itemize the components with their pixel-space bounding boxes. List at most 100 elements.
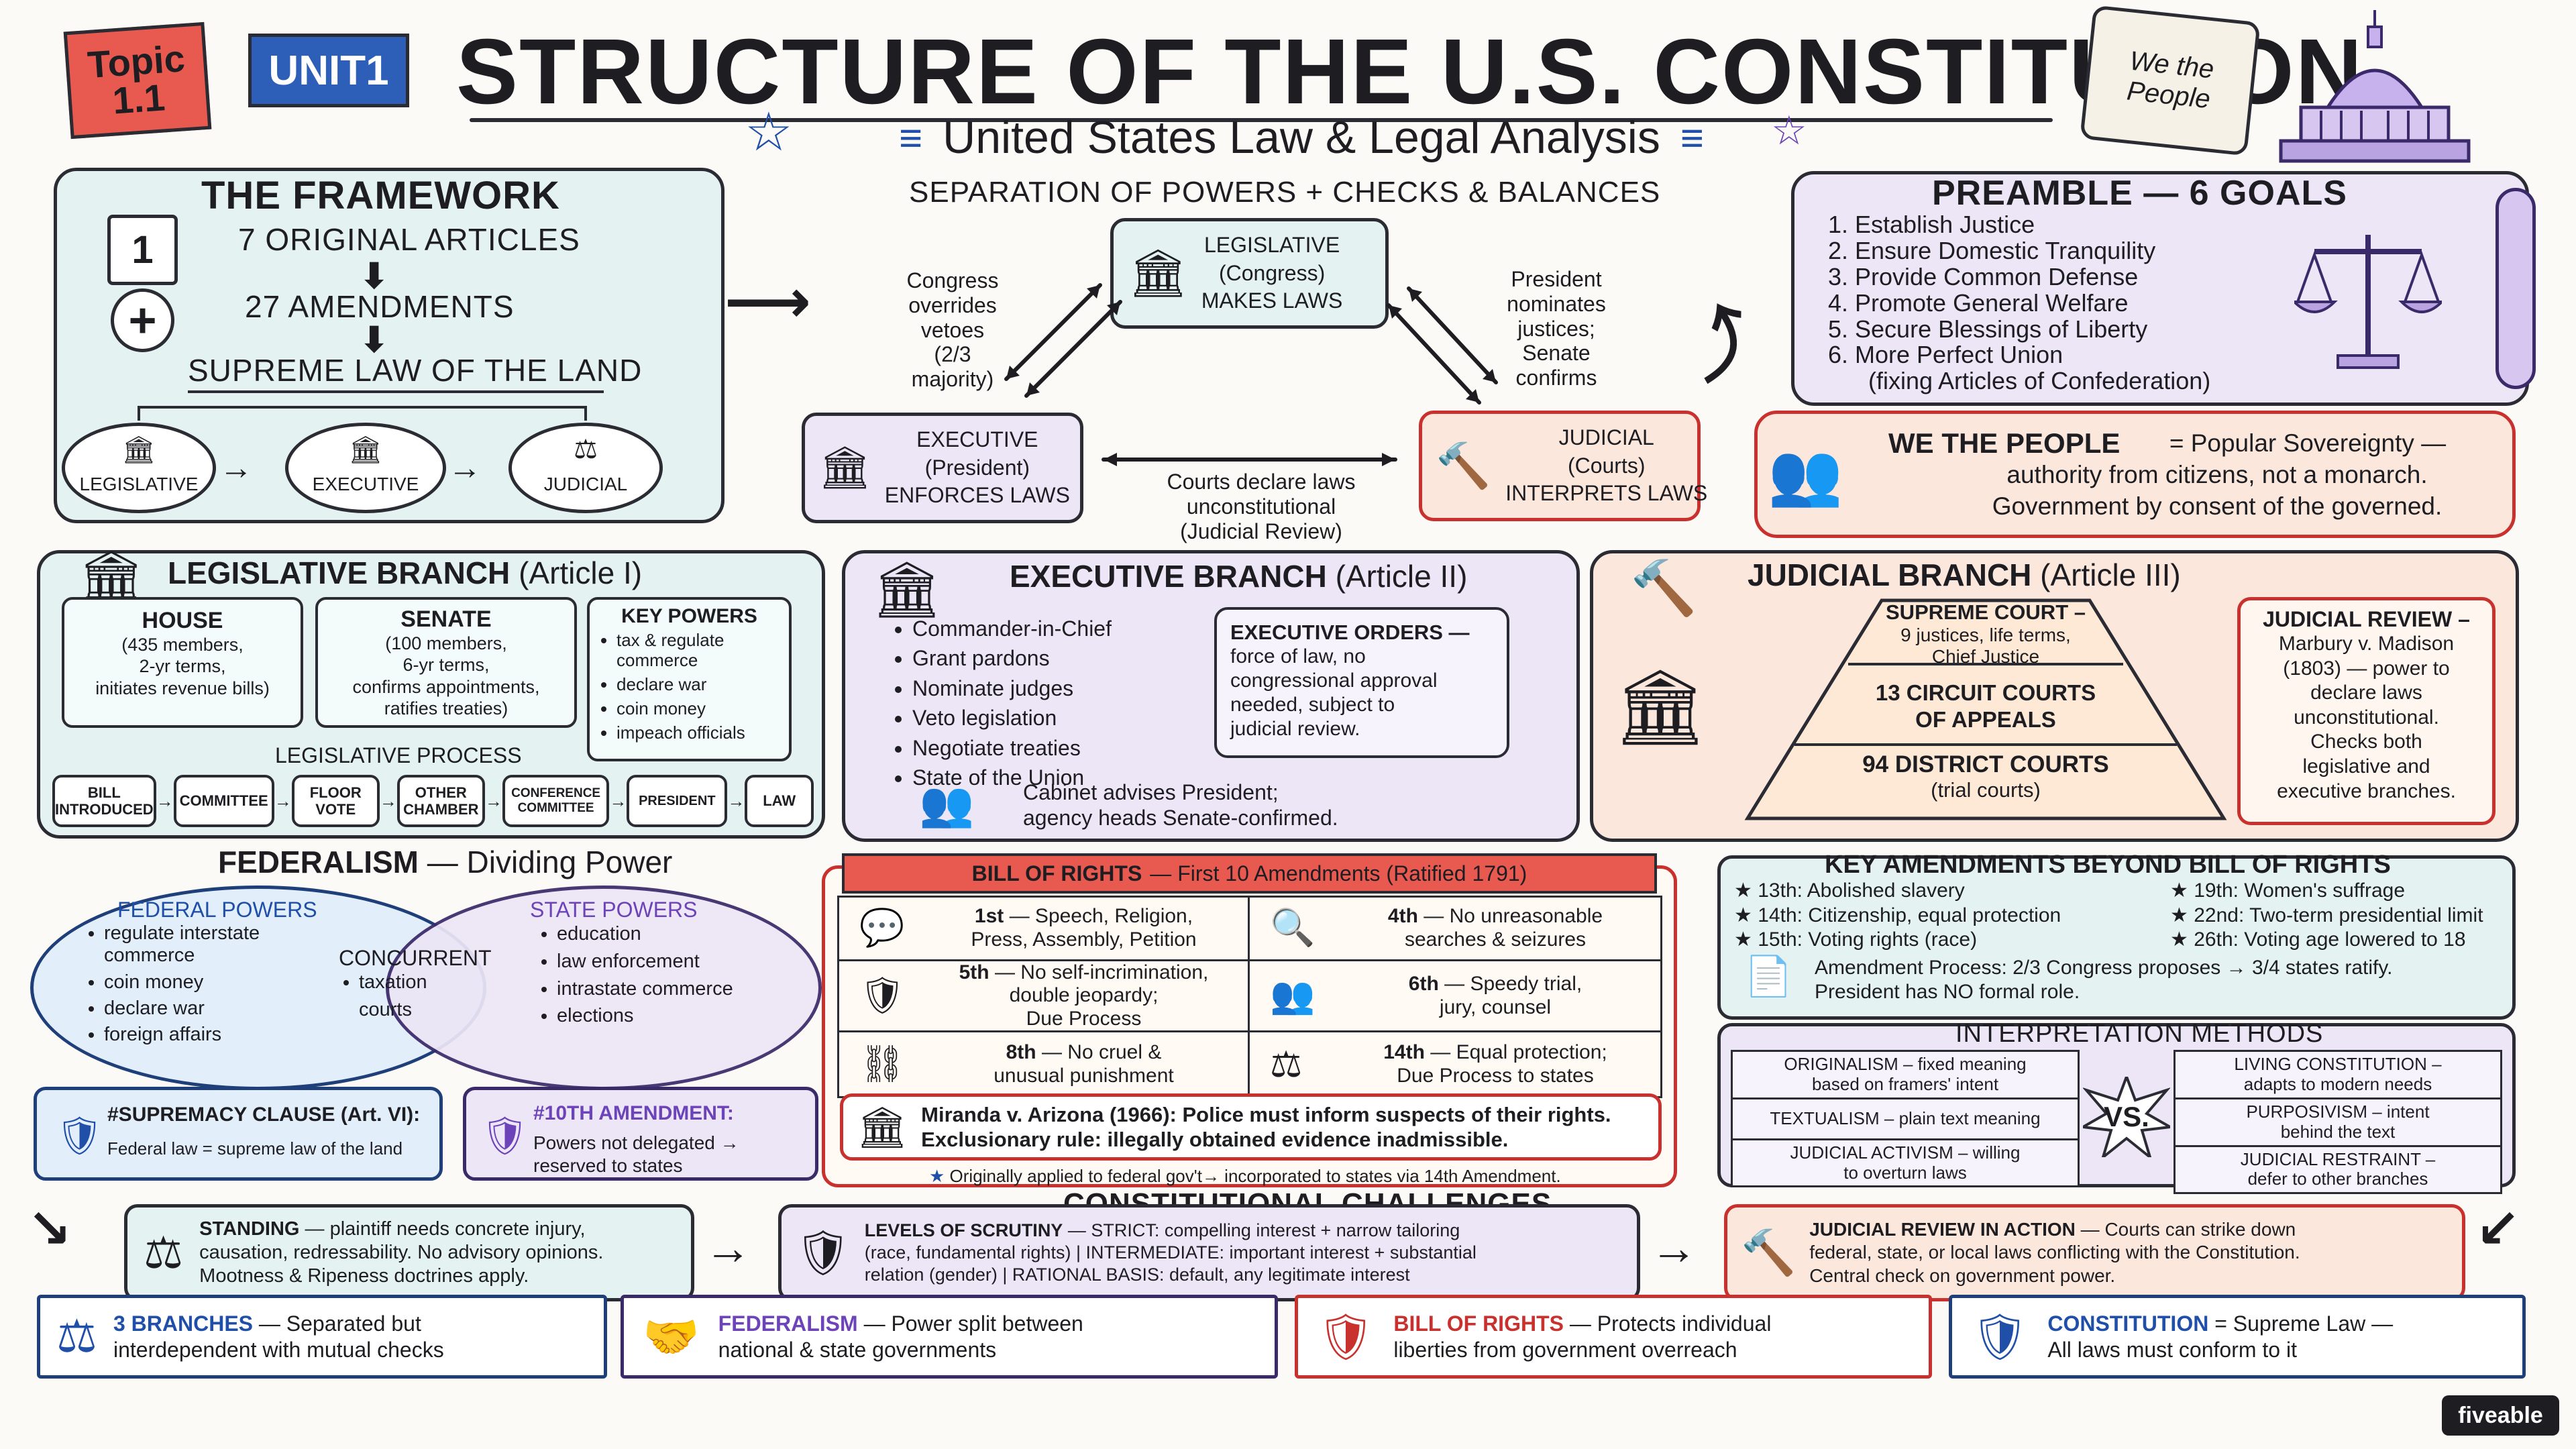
star-icon: ★ — [1734, 904, 1758, 926]
amendment-cell: 👥 6th — Speedy trial, jury, counsel — [1250, 961, 1660, 1033]
executive-power: State of the Union — [912, 765, 1112, 790]
people-icon: 👥 — [1270, 975, 1316, 1016]
amendment-text: — Speedy trial, jury, counsel — [1439, 973, 1582, 1018]
legislative-title-article: (Article I) — [519, 555, 643, 590]
scrutiny-text-block: LEVELS OF SCRUTINY — STRICT: compelling … — [865, 1220, 1477, 1286]
interpretation-right-col: LIVING CONSTITUTION – adapts to modern n… — [2174, 1050, 2502, 1195]
down-arrow-icon: ⬇ — [359, 320, 390, 360]
district-courts-tier: 94 DISTRICT COURTS (trial courts) — [1784, 751, 2187, 802]
federalism-title: FEDERALISM — Dividing Power — [218, 844, 672, 880]
judicial-review-text: Marbury v. Madison (1803) — power to dec… — [2277, 633, 2456, 802]
review-action-title: JUDICIAL REVIEW IN ACTION — [1809, 1219, 2076, 1240]
scroll-curl-icon — [2496, 188, 2536, 389]
power-item: tax & regulate commerce — [616, 630, 789, 671]
circuit-courts-tier: 13 CIRCUIT COURTS OF APPEALS — [1875, 680, 2096, 732]
power-item: impeach officials — [616, 722, 789, 743]
brand-text: fiveable — [2458, 1402, 2543, 1428]
amendment-cell: 🛡 5th — No self-incrimination, double je… — [839, 961, 1250, 1033]
executive-orders-title: EXECUTIVE ORDERS — — [1230, 621, 1470, 644]
amendment-label: 1st — [974, 905, 1004, 928]
unit-badge: UNIT1 — [248, 34, 409, 107]
star-icon: ★ — [2170, 904, 2194, 926]
subtitle-left-marks: ≡ — [899, 115, 923, 160]
judicial-review-card: JUDICIAL REVIEW – Marbury v. Madison (18… — [2237, 597, 2496, 825]
summary-text: 3 BRANCHES — Separated but interdependen… — [113, 1311, 444, 1362]
legislative-process-flow: BILL INTRODUCED → COMMITTEE → FLOOR VOTE… — [52, 775, 814, 827]
power-item: declare war — [616, 674, 789, 695]
title-underline — [470, 118, 2053, 122]
federalism-title-sub: — Dividing Power — [427, 845, 673, 879]
summary-bill-of-rights: 🛡 BILL OF RIGHTS — Protects individual l… — [1295, 1295, 1932, 1379]
judicial-title: JUDICIAL BRANCH (Article III) — [1748, 557, 2181, 593]
house-card: HOUSE (435 members, 2-yr terms, initiate… — [62, 597, 303, 728]
interpretation-item: JUDICIAL ACTIVISM – willing to overturn … — [1731, 1140, 2080, 1188]
gavel-icon: ⚖ — [574, 435, 598, 464]
goal-item: 6. More Perfect Union — [1828, 341, 2063, 369]
vs-label: VS. — [2104, 1101, 2149, 1132]
shield-star-icon: 🛡 — [56, 1114, 104, 1157]
amendment-cell: ⚖ 14th — Equal protection; Due Process t… — [1250, 1032, 1660, 1096]
amendment-text: — No unreasonable searches & seizures — [1404, 905, 1603, 951]
note-judicial-review: Courts declare laws unconstitutional (Ju… — [1167, 470, 1356, 543]
state-power: law enforcement — [557, 950, 733, 973]
shield-icon: 🛡 — [859, 975, 906, 1016]
bill-of-rights-footnote: ★ Originally applied to federal gov't→ i… — [929, 1166, 1561, 1187]
amendment-entry-text: 19th: Women's suffrage — [2194, 879, 2406, 902]
sep-judicial-box: 🔨 JUDICIAL (Courts) INTERPRETS LAWS — [1419, 411, 1707, 521]
amendment-entry-text: 22nd: Two-term presidential limit — [2194, 904, 2483, 926]
executive-powers-list: Commander-in-Chief Grant pardons Nominat… — [885, 616, 1112, 794]
curved-arrow-icon: ↘ — [27, 1199, 72, 1258]
concurrent-title: CONCURRENT — [339, 946, 492, 970]
executive-power: Grant pardons — [912, 645, 1112, 671]
sep-legislative-text: LEGISLATIVE (Congress) MAKES LAWS — [1201, 233, 1343, 313]
summary-title: BILL OF RIGHTS — [1393, 1311, 1564, 1336]
interpretation-left-col: ORIGINALISM – fixed meaning based on fra… — [1731, 1050, 2080, 1188]
state-power: intrastate commerce — [557, 977, 733, 1001]
tenth-text: Powers not delegated → reserved to state… — [533, 1132, 739, 1176]
miranda-text: Miranda v. Arizona (1966): Police must i… — [921, 1102, 1611, 1151]
amendment-entry-text: 13th: Abolished slavery — [1758, 879, 1965, 902]
star-icon: ★ — [929, 1166, 950, 1186]
flag-shield-icon: 🛡 — [1971, 1311, 2029, 1362]
cabinet-icon: 👥 — [919, 779, 975, 828]
supreme-law-label: SUPREME LAW OF THE LAND — [188, 353, 643, 388]
amendment-entry: ★ 22nd: Two-term presidential limit — [2170, 904, 2483, 928]
amendment-label: 5th — [959, 961, 989, 983]
federal-powers: FEDERAL POWERS regulate interstate comme… — [77, 898, 325, 1051]
interpretation-title: INTERPRETATION METHODS — [1955, 1020, 2324, 1048]
executive-power: Nominate judges — [912, 676, 1112, 701]
amendment-label: 6th — [1408, 973, 1439, 995]
preamble-title: PREAMBLE — 6 GOALS — [1932, 174, 2347, 213]
right-arrow-icon: → — [704, 1222, 751, 1274]
executive-orders-text: force of law, no congressional approval … — [1230, 645, 1438, 740]
process-step: COMMITTEE — [173, 775, 274, 827]
shield-icon: 🛡 — [1317, 1311, 1375, 1362]
scrutiny-card: 🛡 LEVELS OF SCRUTINY — STRICT: compellin… — [778, 1204, 1640, 1301]
goal-item: 4. Promote General Welfare — [1828, 288, 2129, 317]
standing-card: ⚖ STANDING — plaintiff needs concrete in… — [124, 1204, 694, 1301]
preamble-goals: 1. Establish Justice 2. Ensure Domestic … — [1828, 211, 2210, 394]
federal-power: regulate interstate commerce — [104, 922, 325, 967]
senate-card: SENATE (100 members, 6-yr terms, confirm… — [315, 597, 577, 728]
branch-label: EXECUTIVE — [312, 474, 419, 494]
summary-text: FEDERALISM — Power split between nationa… — [718, 1311, 1083, 1362]
process-step: FLOOR VOTE — [291, 775, 380, 827]
supreme-court-title: SUPREME COURT – — [1886, 600, 2086, 624]
shield-icon: 🛡 — [795, 1227, 851, 1277]
amendment-cell: ⛓ 8th — No cruel & unusual punishment — [839, 1032, 1250, 1096]
unit-badge-text: UNIT1 — [268, 47, 389, 94]
state-powers: STATE POWERS education law enforcement i… — [530, 898, 733, 1032]
white-house-icon: 🏛 — [872, 559, 943, 621]
goal-item: 2. Ensure Domestic Tranquility — [1828, 236, 2156, 264]
framework-branch-legislative: 🏛 LEGISLATIVE — [62, 423, 216, 513]
courthouse-icon: 🏛 — [1613, 666, 1707, 749]
arrow-to-separation-icon: ⟶ — [724, 268, 812, 335]
amendment-entry: ★ 13th: Abolished slavery — [1734, 879, 2061, 904]
page-subtitle: United States Law & Legal Analysis — [943, 112, 1660, 163]
summary-title: 3 BRANCHES — [113, 1311, 253, 1336]
bill-of-rights-title: BILL OF RIGHTS — [971, 861, 1142, 885]
right-arrow-icon: → — [484, 790, 502, 811]
executive-power: Veto legislation — [912, 705, 1112, 731]
court-pyramid — [1744, 598, 2227, 820]
miranda-card: 🏛 Miranda v. Arizona (1966): Police must… — [840, 1093, 1662, 1161]
